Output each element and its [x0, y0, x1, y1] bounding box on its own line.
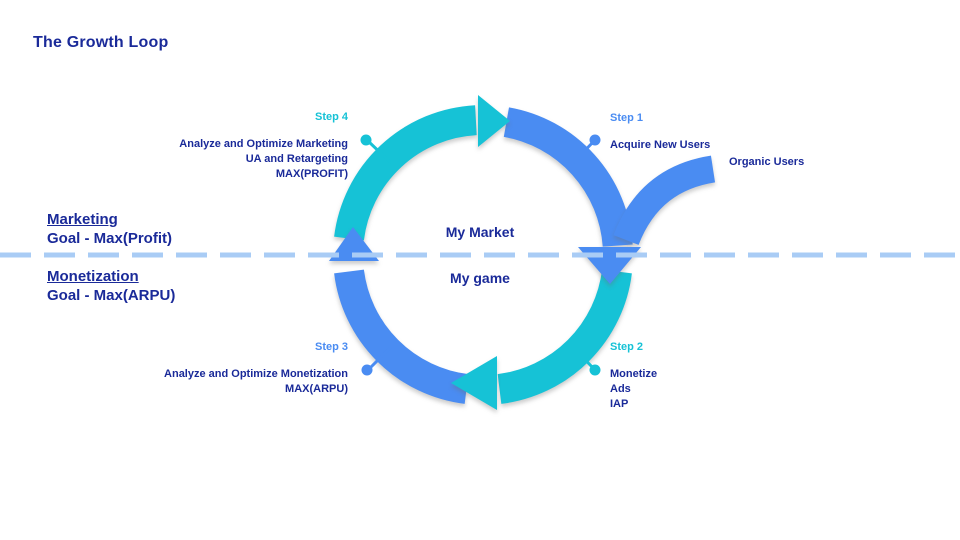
- step3-line: Analyze and Optimize Monetization: [164, 368, 348, 380]
- step2-connector-dot: [589, 364, 601, 376]
- step4-label: Step 4: [314, 111, 348, 123]
- step4-connector-line: [366, 139, 392, 164]
- monetization-zone-name: Monetization: [47, 268, 139, 285]
- center-label-my-game: My game: [450, 270, 510, 286]
- step2-block: Step 2 Monetize Ads IAP: [610, 340, 657, 412]
- step3-label: Step 3: [314, 341, 348, 353]
- organic-users-arrow: [613, 155, 716, 246]
- monetization-zone-label: Monetization Goal - Max(ARPU): [47, 267, 175, 305]
- arrowhead-top-right-icon: [478, 95, 510, 147]
- step2-label: Step 2: [610, 341, 644, 353]
- arc-step4-analyze-marketing: [334, 105, 478, 241]
- page-title: The Growth Loop: [33, 34, 169, 51]
- organic-users-label: Organic Users: [729, 156, 805, 168]
- step1-connector-dot: [589, 134, 601, 146]
- center-label-my-market: My Market: [445, 224, 515, 240]
- step3-connector-line: [367, 346, 392, 371]
- arc-step1-acquire: [503, 107, 633, 248]
- step4-connector-dot: [360, 134, 372, 146]
- arc-step2-monetize: [497, 269, 632, 404]
- step4-block: Step 4 Analyze and Optimize Marketing UA…: [179, 110, 348, 182]
- step1-connector-line: [572, 139, 596, 164]
- marketing-zone-name: Marketing: [47, 211, 118, 228]
- step4-line: Analyze and Optimize Marketing: [179, 138, 348, 150]
- step2-connector-line: [572, 346, 596, 371]
- step2-line: IAP: [610, 398, 629, 410]
- step2-line: Monetize: [610, 368, 658, 380]
- step1-line: Acquire New Users: [610, 139, 711, 151]
- arrowhead-bottom-left-icon: [451, 356, 497, 410]
- step-connectors: [360, 134, 601, 376]
- step3-block: Step 3 Analyze and Optimize Monetization…: [164, 340, 348, 397]
- marketing-zone-label: Marketing Goal - Max(Profit): [47, 210, 172, 248]
- step1-label: Step 1: [610, 112, 644, 124]
- step1-block: Step 1 Acquire New Users: [610, 111, 710, 153]
- monetization-zone-goal: Goal - Max(ARPU): [47, 287, 176, 304]
- step3-connector-dot: [361, 364, 373, 376]
- step2-line: Ads: [610, 383, 631, 395]
- step4-line: MAX(PROFIT): [275, 168, 348, 180]
- step3-line: MAX(ARPU): [285, 383, 348, 395]
- marketing-zone-goal: Goal - Max(Profit): [47, 230, 173, 247]
- step4-line: UA and Retargeting: [245, 153, 348, 165]
